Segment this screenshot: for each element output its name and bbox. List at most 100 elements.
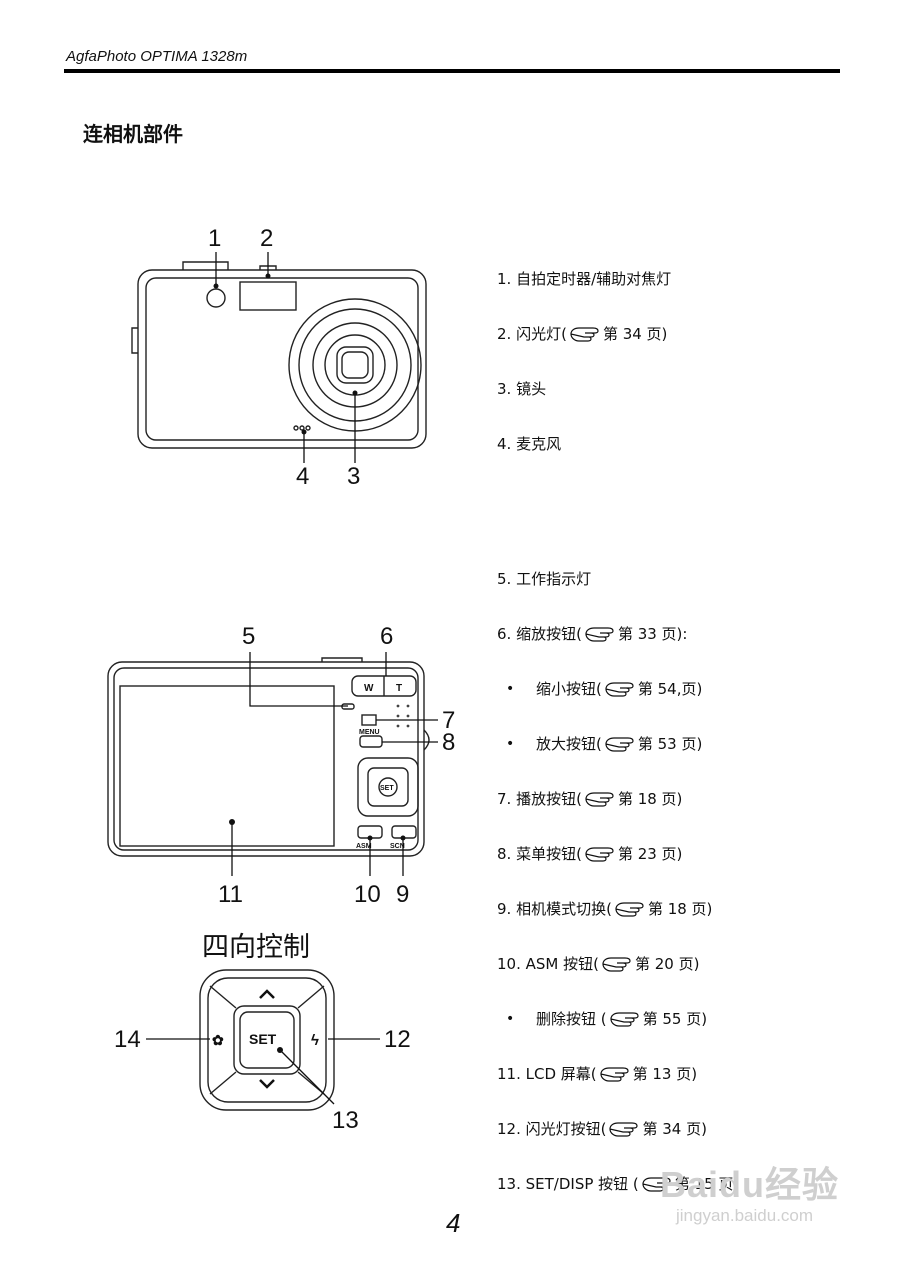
legend-item: • 缩小按钮( 第 54,页) xyxy=(506,678,702,699)
hand-pointer-icon xyxy=(605,682,634,697)
header-model: AgfaPhoto OPTIMA 1328m xyxy=(66,48,248,65)
bullet-marker: • xyxy=(506,1010,515,1027)
back-asm-label: ASM xyxy=(356,843,372,850)
legend-item-text: 8. 菜单按钮( xyxy=(497,845,582,863)
legend-item: 1. 自拍定时器/辅助对焦灯 xyxy=(497,268,671,289)
hand-pointer-icon xyxy=(585,792,614,807)
hand-pointer-icon xyxy=(567,324,603,343)
legend-item-page-ref: 第 55 页) xyxy=(642,1010,708,1028)
watermark: Baidu经验 jingyan.baidu.com xyxy=(660,1156,840,1225)
callout-7: 7 xyxy=(442,707,455,734)
bullet-marker: • xyxy=(506,735,515,752)
hand-pointer-icon xyxy=(605,737,634,752)
legend-item-page-ref: 第 34 页) xyxy=(602,325,668,343)
legend-item: 12. 闪光灯按钮( 第 34 页) xyxy=(497,1118,707,1139)
hand-pointer-icon xyxy=(602,679,638,698)
legend-item: 5. 工作指示灯 xyxy=(497,568,591,589)
back-t-label: T xyxy=(396,683,402,694)
legend-item: •放大按钮(第 53 页) xyxy=(506,733,702,754)
callout-10: 10 xyxy=(354,881,381,908)
legend-item: 13. SET/DISP 按钮 ( 第 15 页) xyxy=(497,1173,739,1194)
callout-2: 2 xyxy=(260,225,273,252)
back-w-label: W xyxy=(364,683,374,694)
dpad-title: 四向控制 xyxy=(202,932,310,963)
hand-pointer-icon xyxy=(597,1064,633,1083)
legend-item: 6. 缩放按钮( 第 33 页): xyxy=(497,623,687,644)
hand-pointer-icon xyxy=(639,1174,675,1193)
hand-pointer-icon xyxy=(602,957,631,972)
legend-item-text: 删除按钮 ( xyxy=(536,1010,607,1028)
legend-item: 11. LCD 屏幕( 第 13 页) xyxy=(497,1063,697,1084)
hand-pointer-icon xyxy=(585,847,614,862)
hand-pointer-icon xyxy=(600,1067,629,1082)
legend-item-text: 2. 闪光灯( xyxy=(497,325,567,343)
legend-item: 2. 闪光灯( 第 34 页) xyxy=(497,323,667,344)
watermark-url: jingyan.baidu.com xyxy=(676,1206,814,1225)
legend-item-page-ref: 第 23 页) xyxy=(617,845,683,863)
section-title: 连相机部件 xyxy=(83,122,183,146)
legend-item-text: 7. 播放按钮( xyxy=(497,790,582,808)
hand-pointer-icon xyxy=(615,902,644,917)
hand-pointer-icon xyxy=(582,624,618,643)
header-rule xyxy=(64,69,840,73)
legend-item: 3. 镜头 xyxy=(497,378,546,399)
legend-item-text: 9. 相机模式切换( xyxy=(497,900,612,918)
legend-item: • 删除按钮 ( 第 55 页) xyxy=(506,1008,707,1029)
dpad-set-label: SET xyxy=(249,1031,277,1047)
callout-3: 3 xyxy=(347,463,360,490)
legend-item-page-ref: 第 18 页) xyxy=(647,900,713,918)
page-number: 4 xyxy=(446,1208,461,1238)
dpad-diagram: 四向控制 SET ✿ ϟ 14 12 13 xyxy=(114,932,411,1134)
bullet-marker: • xyxy=(506,680,515,697)
macro-icon: ✿ xyxy=(212,1032,224,1048)
back-set-label: SET xyxy=(380,785,394,792)
hand-pointer-icon xyxy=(602,734,638,753)
legend-item-text: 4. 麦克风 xyxy=(497,435,562,453)
hand-pointer-icon xyxy=(610,1012,639,1027)
hand-pointer-icon xyxy=(570,327,599,342)
callout-4: 4 xyxy=(296,463,309,490)
back-scn-label: SCN xyxy=(390,843,405,850)
legend-item-page-ref: 第 53 页) xyxy=(637,735,703,753)
callout-13: 13 xyxy=(332,1107,359,1134)
legend-item-text: 缩小按钮( xyxy=(536,680,602,698)
legend-item-page-ref: 第 33 页): xyxy=(617,625,688,643)
callout-14: 14 xyxy=(114,1026,141,1053)
hand-pointer-icon xyxy=(582,844,618,863)
legend-item-page-ref: 第 15 页) xyxy=(674,1175,740,1193)
legend-item-text: 1. 自拍定时器/辅助对焦灯 xyxy=(497,270,672,288)
hand-pointer-icon xyxy=(599,954,635,973)
camera-back-diagram: W T MENU SET ASM SCN 5 6 7 8 9 10 11 xyxy=(107,623,455,908)
hand-pointer-icon xyxy=(582,789,618,808)
camera-front-diagram: 1 2 3 4 xyxy=(131,225,427,490)
legend-item-text: 6. 缩放按钮( xyxy=(497,625,582,643)
flash-icon: ϟ xyxy=(311,1032,319,1049)
legend-item-text: 13. SET/DISP 按钮 ( xyxy=(497,1175,639,1193)
legend-item-text: 3. 镜头 xyxy=(497,380,547,398)
legend-item-page-ref: 第 13 页) xyxy=(632,1065,698,1083)
callout-11: 11 xyxy=(218,881,243,908)
legend-item-page-ref: 第 20 页) xyxy=(634,955,700,973)
watermark-logo: Baidu经验 xyxy=(660,1164,840,1205)
hand-pointer-icon xyxy=(612,899,648,918)
legend-item-text: 11. LCD 屏幕( xyxy=(497,1065,597,1083)
legend-item-page-ref: 第 18 页) xyxy=(617,790,683,808)
legend-item-text: 12. 闪光灯按钮( xyxy=(497,1120,607,1138)
hand-pointer-icon xyxy=(642,1177,671,1192)
back-menu-label: MENU xyxy=(359,729,380,736)
legend-item-text: 10. ASM 按钮( xyxy=(497,955,599,973)
legend-item-page-ref: 第 54,页) xyxy=(637,680,703,698)
legend-item: 4. 麦克风 xyxy=(497,433,561,454)
callout-8: 8 xyxy=(442,729,455,756)
legend-item: 9. 相机模式切换( 第 18 页) xyxy=(497,898,712,919)
legend-item-text: 5. 工作指示灯 xyxy=(497,570,592,588)
callout-9: 9 xyxy=(396,881,409,908)
callout-12: 12 xyxy=(384,1026,411,1053)
legend-item: 7. 播放按钮( 第 18 页) xyxy=(497,788,682,809)
hand-pointer-icon xyxy=(607,1009,643,1028)
callout-1: 1 xyxy=(208,225,221,252)
legend-item: 10. ASM 按钮( 第 20 页) xyxy=(497,953,699,974)
legend-item: 8. 菜单按钮( 第 23 页) xyxy=(497,843,682,864)
legend-item-page-ref: 第 34 页) xyxy=(642,1120,707,1138)
hand-pointer-icon xyxy=(585,627,614,642)
